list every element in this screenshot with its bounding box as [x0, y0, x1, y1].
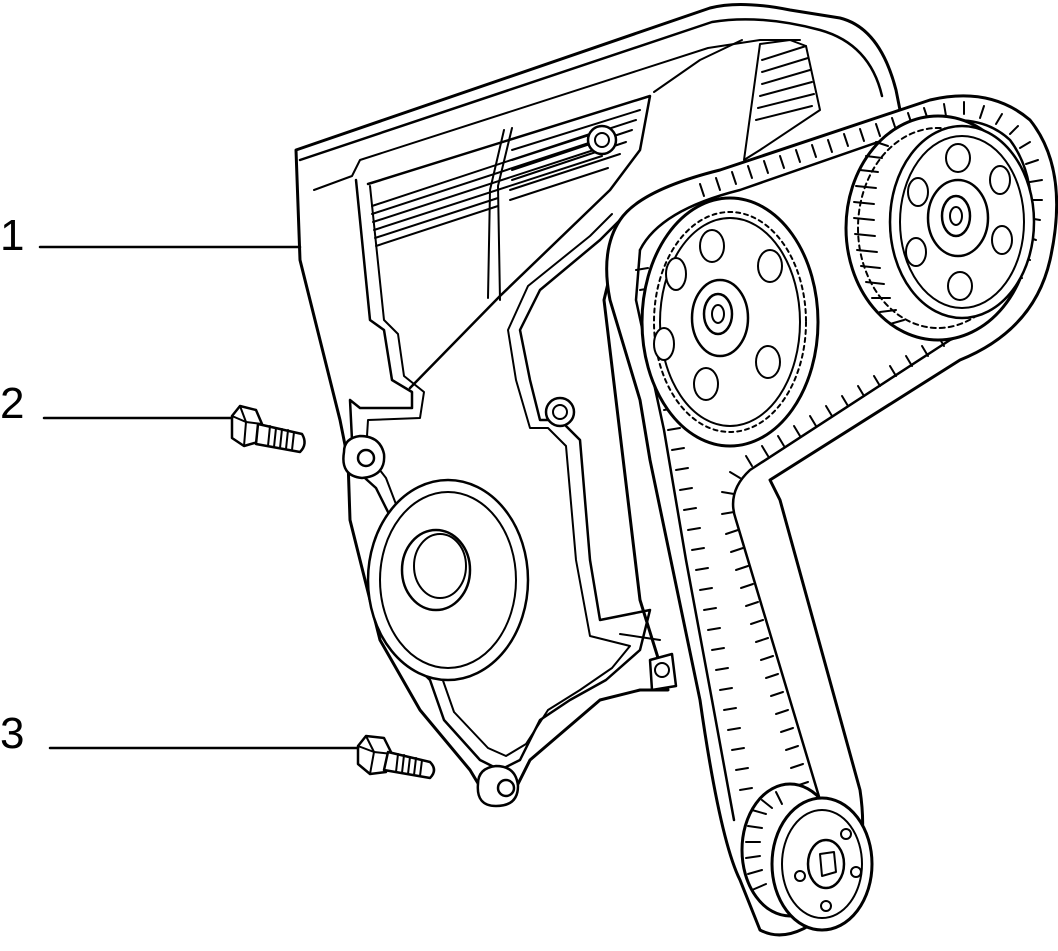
callout-label-3: 3 [0, 709, 25, 758]
crank-pulley [740, 782, 874, 932]
bolt-3 [356, 734, 436, 780]
leader-lines [38, 245, 360, 750]
callout-label-1: 1 [0, 211, 25, 260]
cam-pulley-right [844, 114, 1036, 342]
timing-belt-cover [294, 2, 902, 808]
cam-pulley-left [640, 196, 820, 448]
callout-label-2: 2 [0, 379, 25, 428]
bolt-2 [230, 404, 306, 454]
